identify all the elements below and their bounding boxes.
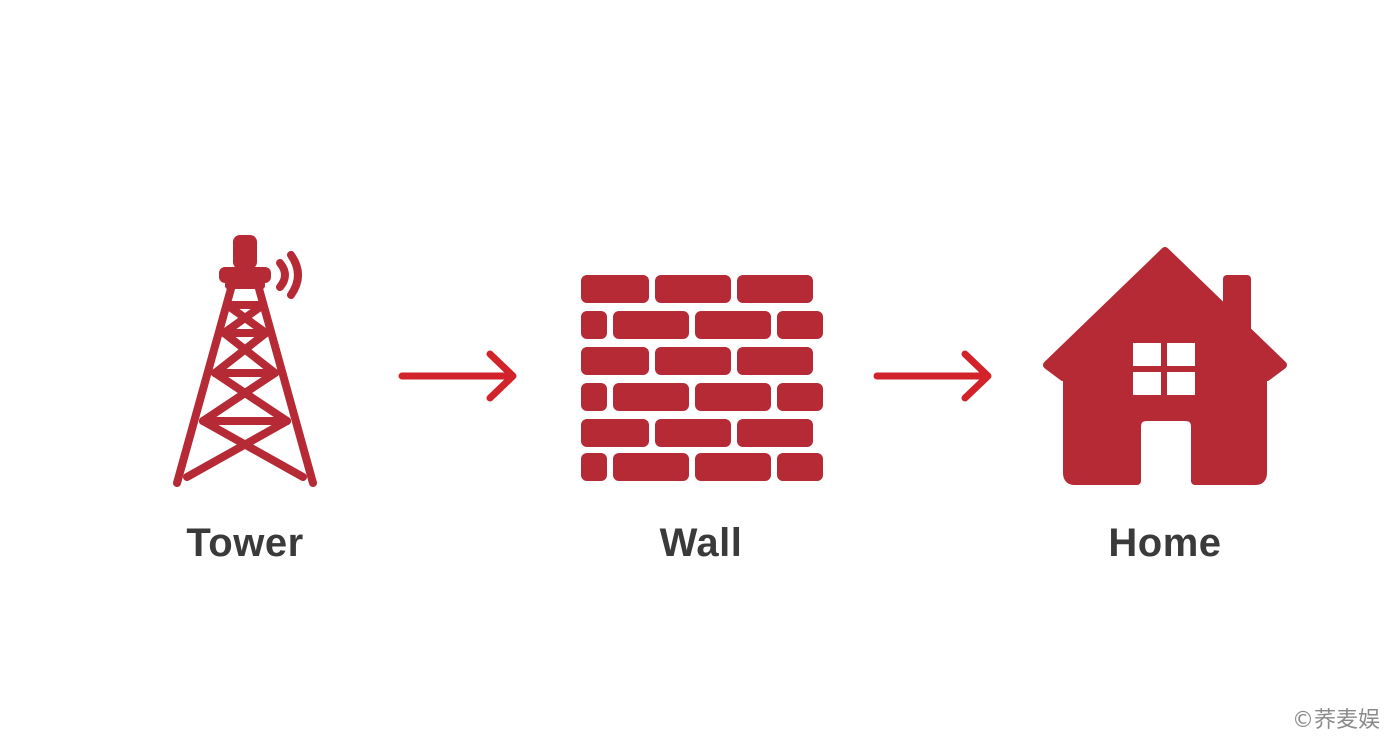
watermark: ©荞麦娱 (1291, 708, 1380, 733)
node-tower: Tower (115, 225, 375, 585)
node-home: Home (1035, 225, 1295, 585)
arrow-right-icon (873, 350, 992, 402)
brick-wall-icon (581, 275, 823, 481)
node-label-wall: Wall (659, 521, 743, 565)
node-wall: Wall (571, 225, 831, 585)
node-label-home: Home (1108, 521, 1222, 565)
house-icon (1043, 247, 1287, 485)
node-label-tower: Tower (186, 521, 304, 565)
arrow-right-icon (398, 350, 517, 402)
radio-tower-icon (173, 235, 317, 487)
